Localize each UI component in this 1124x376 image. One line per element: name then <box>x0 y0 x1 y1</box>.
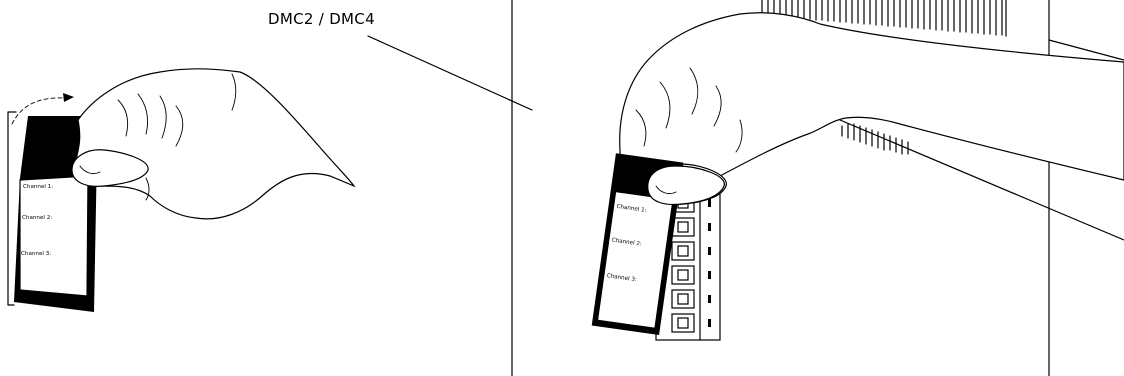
device-caption: DMC2 / DMC4 <box>268 10 375 28</box>
device-hatch-mid <box>842 124 908 154</box>
left-label-channel-3: Channel 3: <box>21 251 51 257</box>
left-hand <box>76 69 354 219</box>
left-panel: Channel 1: Channel 2: Channel 3: <box>8 69 354 312</box>
left-label-channel-1: Channel 1: <box>23 184 53 190</box>
label-writing-area <box>20 176 88 296</box>
peel-arrow-head-icon <box>63 93 74 102</box>
label-backing-sheet <box>8 112 16 305</box>
caption-leader-line <box>368 36 532 110</box>
right-panel: Channel 1: Channel 2: Channel 3: <box>592 0 1124 340</box>
left-label-channel-2: Channel 2: <box>22 215 52 221</box>
